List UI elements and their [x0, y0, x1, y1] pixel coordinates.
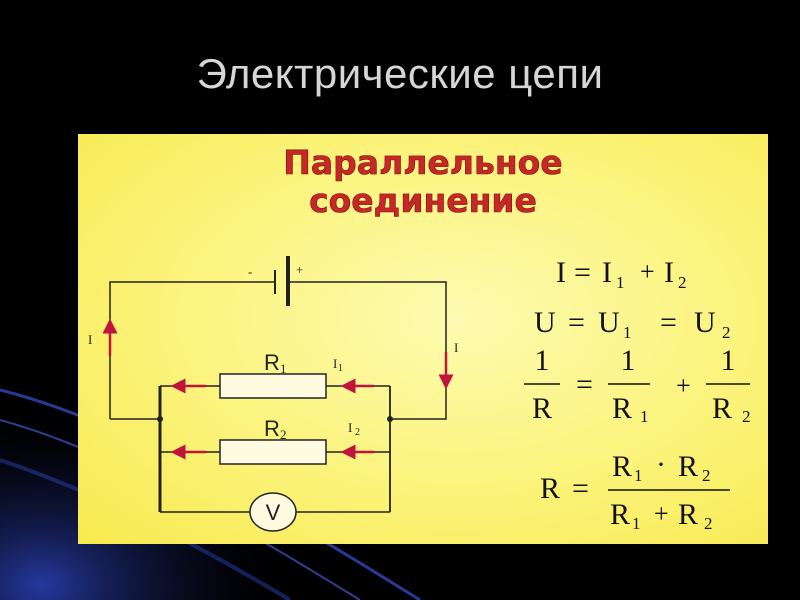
current2-label: I	[348, 420, 352, 435]
f1-plus: +	[640, 257, 655, 286]
current1-sub: 1	[338, 363, 343, 374]
f3-num-2: 1	[621, 344, 636, 377]
f4-plus: +	[654, 499, 669, 528]
junction-right	[387, 416, 393, 422]
voltmeter	[249, 492, 297, 532]
f4-num-r1: R	[612, 450, 632, 483]
resistor2	[219, 439, 327, 465]
f4-num-r2: R	[678, 450, 698, 483]
f1-eq: =	[574, 256, 591, 289]
f4-dot: ·	[656, 448, 666, 481]
resistor1	[219, 373, 327, 399]
f3-num-1: 1	[535, 344, 550, 377]
f1-c: I	[664, 256, 674, 289]
f2-a: U	[534, 306, 556, 339]
diagram-panel: Параллельное соединение - + I I	[78, 134, 768, 544]
f4-eq: =	[572, 472, 589, 505]
f3-den-3-sub: 2	[742, 407, 751, 426]
current-right-label: I	[454, 340, 458, 355]
resistor2-label: R	[264, 416, 280, 441]
f4-num-sub2: 2	[702, 466, 711, 485]
formula-current-sum: I = I 1 + I 2	[556, 256, 687, 292]
resistor2-sub: 2	[280, 427, 287, 442]
f1-c-sub: 2	[678, 273, 687, 292]
battery-plus-label: +	[296, 262, 303, 277]
resistor1-sub: 1	[280, 361, 287, 376]
formula-voltage-equal: U = U 1 = U 2	[534, 306, 731, 342]
f2-eq1: =	[568, 306, 585, 339]
f2-c: U	[694, 306, 716, 339]
circuit-diagram: Параллельное соединение - + I I	[88, 143, 751, 533]
f3-den-3: R	[712, 392, 732, 425]
junction-left	[157, 416, 163, 422]
f3-num-3: 1	[721, 344, 736, 377]
battery-symbol	[268, 256, 298, 306]
f4-den-sub1: 1	[632, 514, 641, 533]
heading-line2: соединение	[309, 181, 537, 220]
slide-title: Электрические цепи	[196, 50, 604, 97]
f4-den-r1: R	[610, 498, 630, 531]
battery-minus-label: -	[248, 264, 252, 279]
resistor1-label: R	[264, 350, 280, 375]
current2-sub: 2	[355, 427, 360, 438]
f1-b: I	[602, 256, 612, 289]
heading-line1: Параллельное	[283, 143, 562, 182]
f2-b-sub: 1	[623, 323, 632, 342]
f2-c-sub: 2	[722, 323, 731, 342]
current1-label: I	[333, 356, 337, 371]
formula-total-resistance: R = R 1 · R 2 R 1 + R 2	[540, 448, 730, 533]
f3-eq: =	[576, 368, 593, 401]
f2-eq2: =	[660, 306, 677, 339]
f1-a: I	[556, 256, 566, 289]
f3-plus: +	[676, 371, 691, 400]
f4-num-sub1: 1	[634, 466, 643, 485]
voltmeter-label: V	[266, 500, 281, 525]
f2-b: U	[598, 306, 620, 339]
f4-lhs: R	[540, 472, 560, 505]
f3-den-2-sub: 1	[640, 407, 649, 426]
current-left-label: I	[88, 332, 92, 347]
f4-den-sub2: 2	[704, 514, 713, 533]
f3-den-2: R	[612, 392, 632, 425]
f3-den-1: R	[532, 392, 552, 425]
outer-wires	[109, 281, 447, 420]
f4-den-r2: R	[678, 498, 698, 531]
f1-b-sub: 1	[616, 273, 625, 292]
formula-reciprocal-resistance: 1 R = 1 R 1 + 1 R 2	[524, 344, 751, 426]
